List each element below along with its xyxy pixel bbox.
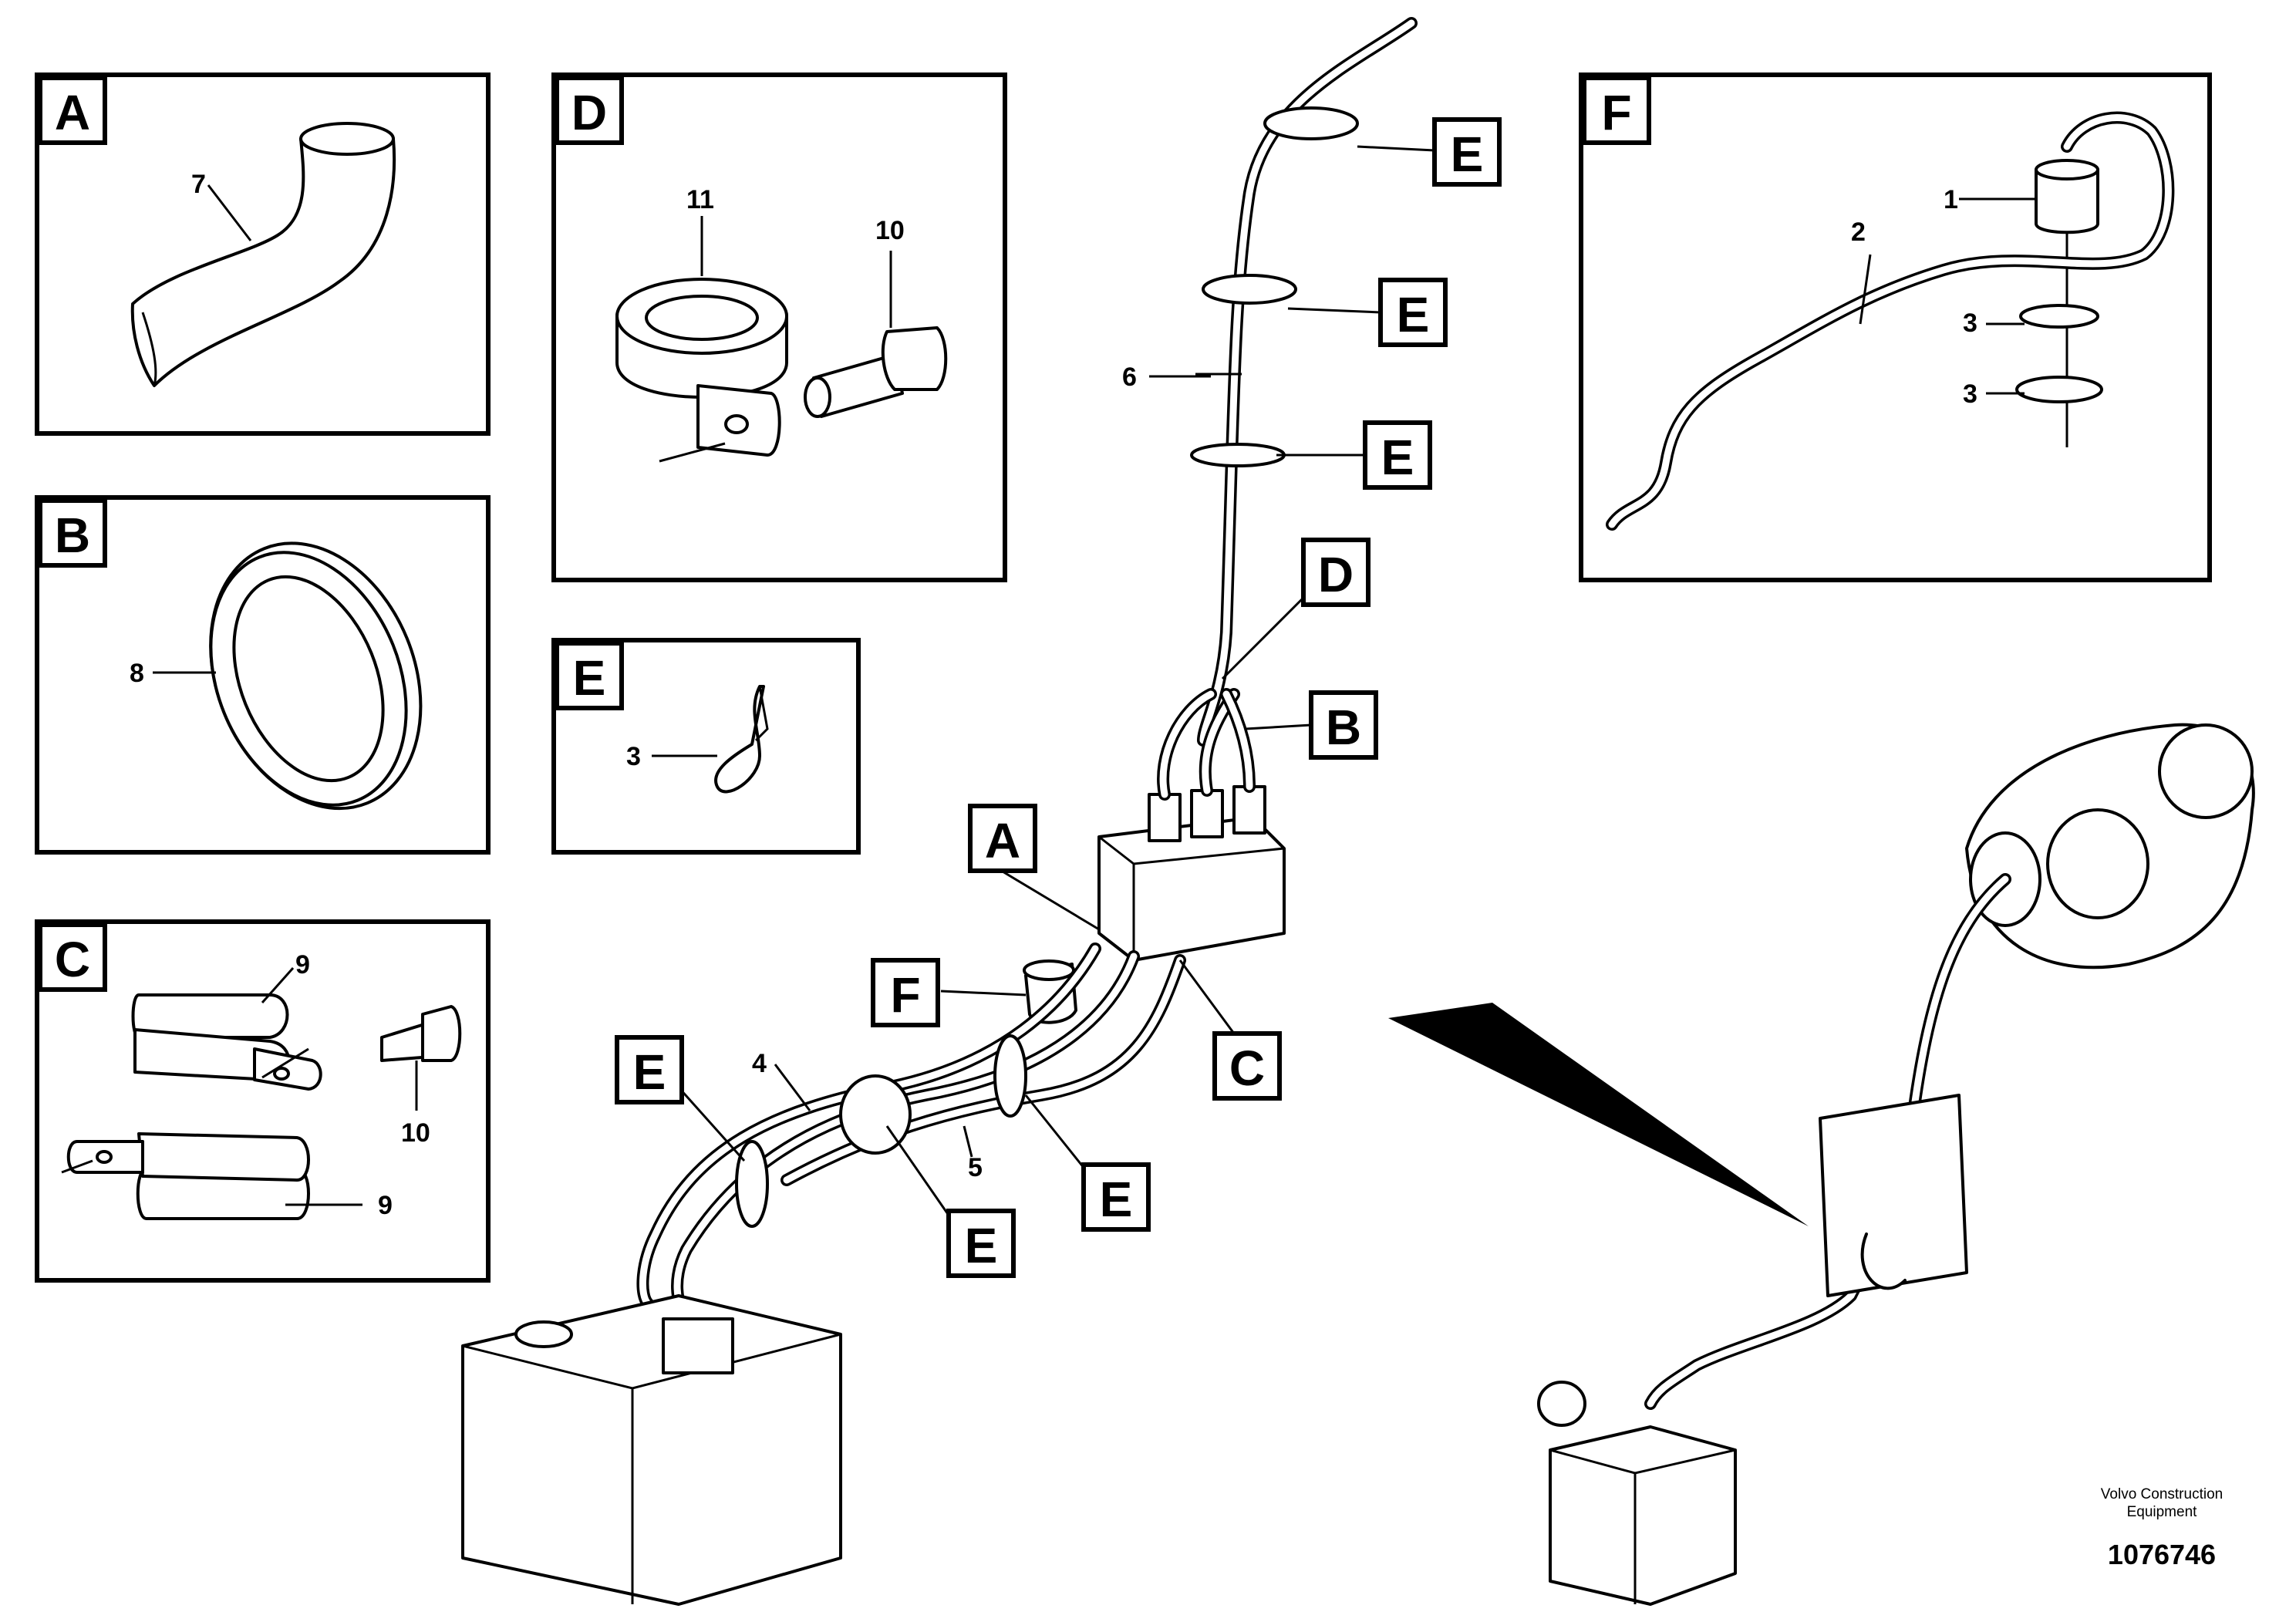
cable-tie-ring: [1263, 106, 1359, 140]
callout-f: F: [871, 958, 940, 1027]
cable-tie-ring: [1190, 443, 1286, 467]
part-number-7: 7: [191, 170, 206, 199]
part-number-5: 5: [968, 1153, 983, 1182]
callout-e-mid-low: E: [946, 1209, 1016, 1278]
part-number-3-f-upper: 3: [1963, 309, 1977, 338]
location-overview: [1388, 723, 2255, 1606]
svg-text:E: E: [633, 1044, 666, 1100]
detail-view-a: A 7: [35, 73, 491, 436]
rubber-clamp-illustration: [615, 278, 788, 457]
part-number-3-f-lower: 3: [1963, 379, 1977, 409]
main-assembly-view: E E E D B A F C: [461, 17, 1502, 1606]
detail-view-b: B 8: [35, 495, 491, 855]
part-number-2: 2: [1851, 218, 1866, 247]
part-number-4: 4: [752, 1049, 767, 1078]
detail-tag-d: D: [571, 85, 607, 140]
svg-text:E: E: [1100, 1172, 1133, 1227]
footer-brand-block: Volvo Construction Equipment 1076746: [2101, 1486, 2223, 1570]
svg-text:A: A: [985, 813, 1020, 868]
detail-tag-e: E: [573, 650, 606, 706]
detail-tag-f: F: [1601, 85, 1631, 140]
callout-e-right: E: [1081, 1162, 1151, 1232]
callout-e-top2: E: [1378, 278, 1448, 347]
part-number-11: 11: [686, 185, 714, 214]
clamp-upper-illustration: [131, 993, 322, 1091]
brand-line-2: Equipment: [2127, 1504, 2198, 1520]
bolt-c-illustration: [380, 1005, 462, 1062]
document-number: 1076746: [2108, 1539, 2216, 1570]
detail-view-d: D 11 10: [551, 73, 1007, 582]
detail-view-f: F 1 2 3 3: [1579, 73, 2212, 582]
aftertreatment-unit-illustration: [1965, 723, 2255, 969]
part-number-9-upper: 9: [295, 950, 310, 980]
clamp-ring-lower: [2015, 376, 2103, 403]
def-tank-small-illustration: [1537, 1381, 1737, 1606]
svg-text:E: E: [1451, 126, 1484, 182]
detail-tag-a: A: [55, 85, 90, 140]
cable-tie-ring: [839, 1074, 912, 1155]
zoom-pointer: [1388, 1003, 1809, 1226]
callout-e-top3: E: [1363, 420, 1432, 490]
bolt-d-illustration: [804, 326, 948, 418]
def-tank-illustration: [461, 1294, 842, 1606]
part-number-10-d: 10: [875, 216, 905, 245]
part-number-10-c: 10: [401, 1118, 430, 1148]
dosing-pump-illustration: [1097, 785, 1286, 962]
part-number-3-e: 3: [626, 742, 641, 771]
svg-text:B: B: [1326, 700, 1361, 755]
callout-c: C: [1212, 1031, 1282, 1101]
detail-tag-b: B: [55, 508, 90, 563]
part-number-1: 1: [1944, 185, 1958, 214]
callout-b: B: [1309, 690, 1378, 760]
cable-tie-ring: [993, 1034, 1027, 1118]
callout-e-left: E: [615, 1035, 684, 1104]
hose-elbow-illustration: [130, 122, 396, 387]
part-number-8: 8: [130, 659, 144, 688]
detail-tag-c: C: [55, 932, 90, 987]
part-number-9-lower: 9: [378, 1191, 393, 1220]
detail-view-c: C 9 10 9: [35, 919, 491, 1283]
svg-text:E: E: [1381, 430, 1414, 485]
svg-text:D: D: [1318, 547, 1354, 602]
svg-text:C: C: [1229, 1040, 1265, 1096]
detail-view-e: E 3: [551, 638, 861, 855]
cable-tie-ring: [735, 1140, 769, 1228]
cable-tie-illustration: [714, 685, 769, 794]
fuel-filter-illustration: [2035, 159, 2099, 447]
svg-text:E: E: [965, 1218, 998, 1273]
callout-a: A: [968, 804, 1037, 873]
clamp-lower-illustration: [66, 1132, 310, 1220]
svg-text:E: E: [1397, 287, 1430, 342]
callout-d: D: [1301, 538, 1371, 607]
clamp-ring-upper: [2019, 304, 2099, 329]
brand-line-1: Volvo Construction: [2101, 1486, 2223, 1502]
seal-ring-illustration: [209, 541, 423, 811]
part-number-6: 6: [1122, 363, 1137, 392]
cable-tie-ring: [1202, 274, 1297, 305]
callout-e-top1: E: [1432, 117, 1502, 187]
svg-text:F: F: [890, 967, 920, 1023]
